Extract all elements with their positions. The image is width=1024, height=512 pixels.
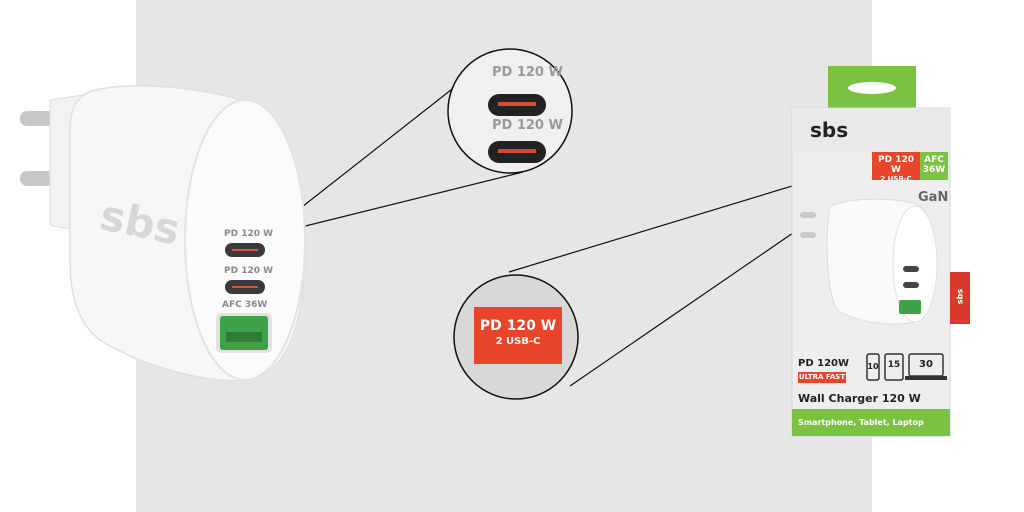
package-icon-num2: 15: [887, 360, 901, 370]
port1-label: PD 120 W: [224, 229, 274, 239]
zoom-pd-badge: PD 120 W 2 USB-C: [474, 307, 562, 364]
package-pd-label: PD 120W: [798, 358, 850, 369]
package-icon-num1: 10: [867, 362, 879, 371]
callout-line-bottom: [264, 171, 524, 237]
icon-phone: [866, 353, 880, 381]
package-charger-image: [800, 198, 938, 325]
charger-prongs: [20, 111, 54, 186]
package-brand-logo: sbs: [810, 118, 849, 142]
zoom-label-2: PD 120 W: [492, 118, 563, 133]
charger-front-face: [184, 99, 306, 381]
package-badge-pd-line1: PD 120 W: [878, 155, 914, 175]
package-icon-num3: 30: [919, 359, 933, 370]
package-side-tab-label: sbs: [955, 288, 965, 305]
port3-label: AFC 36W: [222, 300, 268, 310]
package-ideal-for: Smartphone, Tablet, Laptop: [798, 418, 924, 427]
zoom-badge-line2: 2 USB-C: [495, 336, 541, 347]
package-gan-label: GaN: [918, 190, 949, 205]
package-badge-pd: PD 120 W 2 USB-C: [872, 152, 920, 183]
port2-label: PD 120 W: [224, 266, 274, 276]
package-hang-hole: [848, 82, 896, 94]
package-green-band: [792, 409, 950, 436]
zoom-label-1: PD 120 W: [492, 65, 563, 80]
package-badge-afc: AFC 36W: [920, 152, 948, 180]
package-badge-afc-line2: 36W: [922, 165, 946, 175]
icon-tablet: [884, 353, 904, 381]
package-title: Wall Charger 120 W: [798, 392, 921, 405]
package-badge-afc-line1: AFC: [924, 155, 944, 165]
package-side-tab: [950, 272, 970, 324]
package-ultra-fast-badge: ULTRA FAST: [798, 372, 846, 383]
zoom-badge-line1: PD 120 W: [479, 318, 557, 334]
package-badge-pd-line2: 2 USB-C: [880, 175, 912, 183]
